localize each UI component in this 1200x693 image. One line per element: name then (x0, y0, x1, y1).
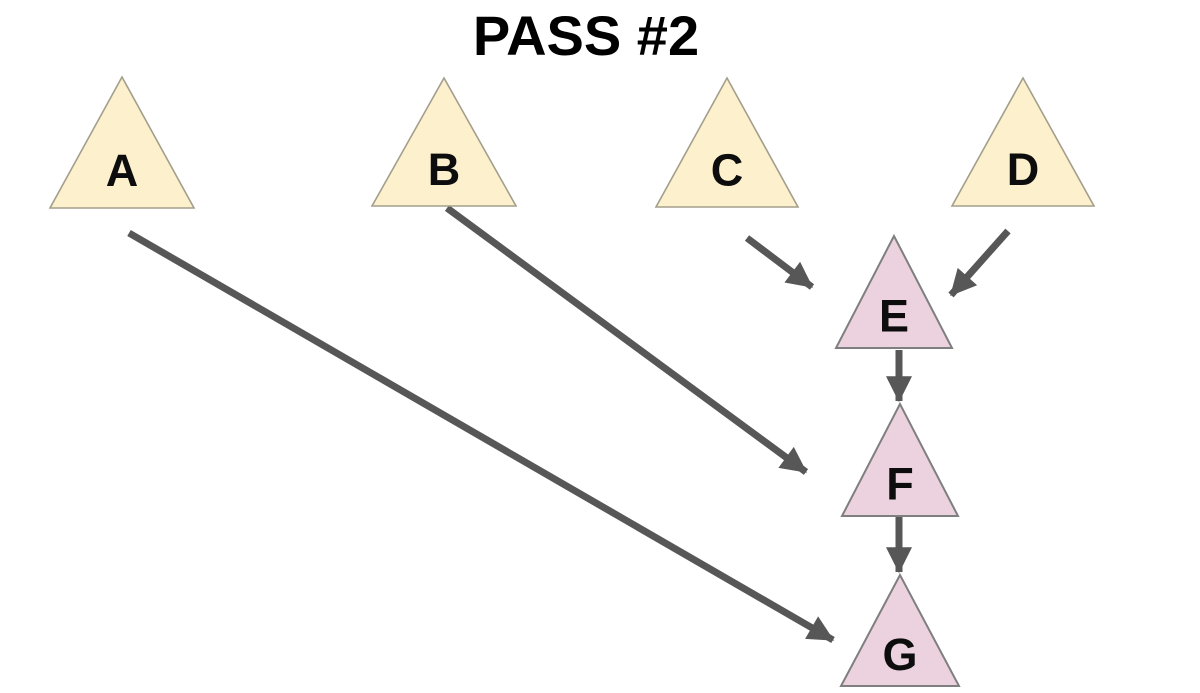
node-B-triangle (370, 76, 518, 207)
node-D: D (950, 76, 1096, 207)
node-F-label: F (886, 459, 914, 510)
node-D-label: D (1007, 144, 1040, 195)
node-C: C (654, 76, 800, 208)
node-B: B (370, 76, 518, 207)
node-C-label: C (711, 145, 744, 196)
node-E-triangle (834, 233, 954, 349)
node-E-label: E (879, 291, 909, 342)
node-F: F (840, 401, 960, 517)
edge-C-to-E-arrow (744, 235, 815, 290)
node-A-triangle (48, 75, 196, 209)
node-C-triangle (654, 76, 800, 208)
node-G: G (839, 572, 961, 687)
diagram-title: PASS #2 (472, 4, 700, 67)
node-G-triangle (839, 572, 961, 687)
node-D-triangle (950, 76, 1096, 207)
edge-B-to-F-arrow (444, 205, 809, 475)
node-G-label: G (882, 629, 917, 680)
node-F-triangle (840, 401, 960, 517)
node-A: A (48, 75, 196, 209)
node-A-label: A (106, 145, 139, 196)
node-B-label: B (428, 144, 461, 195)
node-E: E (834, 233, 954, 349)
edge-D-to-E-arrow (948, 228, 1011, 298)
edge-A-to-G-arrow (127, 229, 835, 644)
